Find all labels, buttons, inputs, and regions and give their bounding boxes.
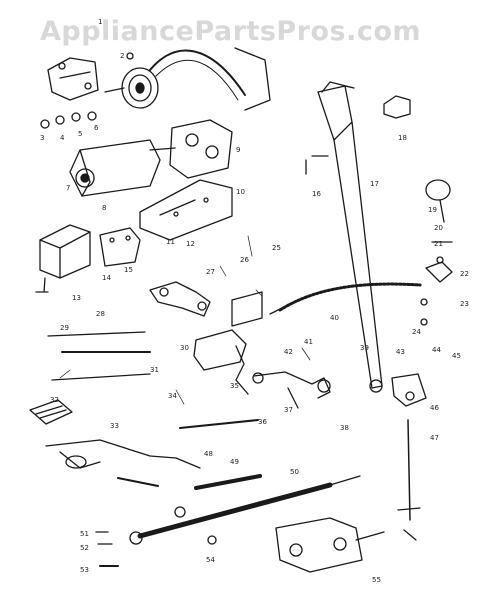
callout-number: 40 (330, 314, 339, 322)
callout-number: 23 (460, 300, 469, 308)
callout-number: 17 (370, 180, 379, 188)
knob (383, 95, 411, 119)
callout-number: 20 (434, 224, 443, 232)
callout-number: 1 (98, 18, 102, 26)
callout-number: 32 (50, 396, 59, 404)
right-rod (397, 419, 421, 541)
callout-number: 24 (412, 328, 421, 336)
small-hardware (305, 155, 453, 326)
motor (69, 139, 176, 197)
callout-number: 26 (240, 256, 249, 264)
callout-number: 49 (230, 458, 239, 466)
ball-knob (425, 179, 451, 223)
callout-number: 35 (230, 382, 239, 390)
callout-number: 10 (236, 188, 245, 196)
callout-number: 52 (80, 544, 89, 552)
upper-link (149, 281, 211, 317)
callout-number: 7 (66, 184, 70, 192)
callout-number: 14 (102, 274, 111, 282)
callout-number: 3 (40, 134, 44, 142)
watermark: AppliancePartsPros.com (40, 16, 422, 47)
callout-number: 29 (60, 324, 69, 332)
callout-number: 16 (312, 190, 321, 198)
callout-number: 44 (432, 346, 441, 354)
callout-number: 22 (460, 270, 469, 278)
motor-bracket (47, 57, 99, 101)
callout-number: 55 (372, 576, 381, 584)
bottom-pins (95, 506, 217, 567)
cam-plate (231, 291, 263, 327)
callout-number: 15 (124, 266, 133, 274)
callout-number: 48 (204, 450, 213, 458)
callout-number: 2 (120, 52, 124, 60)
callout-number: 36 (258, 418, 267, 426)
callout-number: 9 (236, 146, 240, 154)
callout-number: 54 (206, 556, 215, 564)
small-washers (40, 52, 134, 129)
long-shaft (129, 475, 361, 545)
callout-leaders (59, 235, 311, 405)
motor-mount-plate (169, 119, 233, 179)
guide-rod (179, 419, 262, 490)
callout-number: 45 (452, 352, 461, 360)
small-bracket (99, 227, 141, 267)
callout-number: 31 (150, 366, 159, 374)
callout-number: 46 (430, 404, 439, 412)
callout-number: 51 (80, 530, 89, 538)
callout-number: 34 (168, 392, 177, 400)
callout-number: 42 (284, 348, 293, 356)
callout-number: 33 (110, 422, 119, 430)
tall-lever-arm (317, 81, 383, 393)
capacitor-block (35, 224, 91, 293)
callout-number: 4 (60, 134, 65, 142)
callout-number: 30 (180, 344, 189, 352)
drive-belt (149, 47, 271, 111)
middle-block (193, 329, 249, 395)
callout-number: 8 (102, 204, 106, 212)
callout-number: 37 (284, 406, 293, 414)
callout-number: 43 (396, 348, 405, 356)
callout-number: 5 (78, 130, 82, 138)
base-assembly (275, 517, 385, 573)
callout-number: 39 (360, 344, 369, 352)
callout-number: 18 (398, 134, 407, 142)
callout-number: 13 (72, 294, 81, 302)
angle-bracket (139, 179, 233, 241)
callout-number: 41 (304, 338, 313, 346)
pedal-lever (45, 439, 201, 487)
callout-number: 28 (96, 310, 105, 318)
connecting-rod-left (47, 331, 151, 381)
callout-number: 12 (186, 240, 195, 248)
callout-number: 50 (290, 468, 299, 476)
drive-pulley (104, 67, 159, 109)
pedal-plate (29, 399, 73, 425)
callout-number: 47 (430, 434, 439, 442)
callout-number: 21 (434, 240, 443, 248)
callout-number: 27 (206, 268, 215, 276)
callout-number: 38 (340, 424, 349, 432)
pivot-arms (252, 371, 331, 409)
callout-number: 11 (166, 238, 175, 246)
callout-number: 25 (272, 244, 281, 252)
coil-spring (269, 282, 422, 315)
callout-number: 6 (94, 124, 99, 132)
callout-numbers: 1 2 3 4 5 6 7 8 9 10 11 12 13 14 15 16 1… (40, 18, 469, 584)
right-link (391, 373, 427, 407)
callout-number: 53 (80, 566, 89, 574)
callout-number: 19 (428, 206, 437, 214)
